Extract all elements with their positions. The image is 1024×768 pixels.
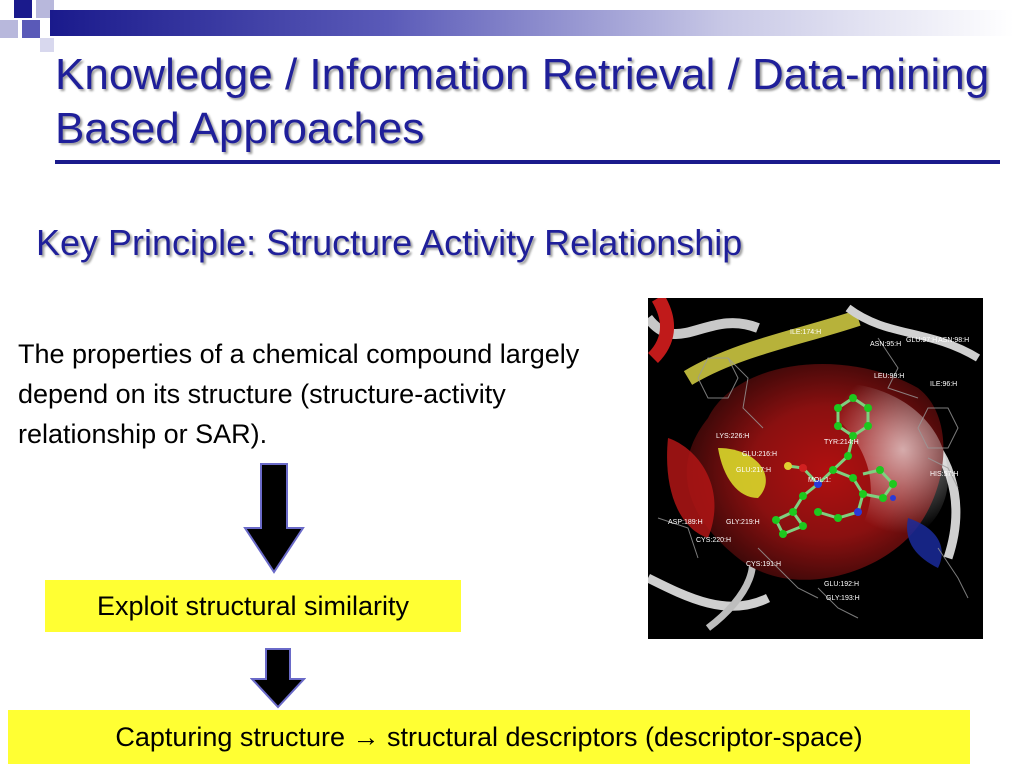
title-accent-bar bbox=[50, 10, 1014, 36]
residue-label: GLU:216:H bbox=[742, 451, 777, 458]
residue-label: GLY:193:H bbox=[826, 595, 860, 602]
residue-label: LEU:99:H bbox=[874, 373, 904, 380]
down-arrow-icon bbox=[243, 463, 305, 574]
slide-title: Knowledge / Information Retrieval / Data… bbox=[55, 50, 990, 153]
exploit-similarity-box: Exploit structural similarity bbox=[45, 580, 461, 632]
residue-label: GLY:219:H bbox=[726, 519, 760, 526]
residue-label: ILE:96:H bbox=[930, 381, 957, 388]
residue-label: LYS:226:H bbox=[716, 433, 749, 440]
residue-label: TYR:214:H bbox=[824, 439, 859, 446]
residue-label: CYS:191:H bbox=[746, 561, 781, 568]
molecule-binding-image: ILE:174:H GLU:97:H ASN:95:H ASN:98:H LEU:99:… bbox=[648, 298, 983, 639]
slide-subtitle: Key Principle: Structure Activity Relati… bbox=[36, 222, 743, 263]
body-paragraph: The properties of a chemical compound la… bbox=[18, 339, 580, 449]
corner-square-1 bbox=[14, 0, 32, 18]
residue-label: GLU:192:H bbox=[824, 581, 859, 588]
residue-label: CYS:220:H bbox=[696, 537, 731, 544]
residue-label: ASN:98:H bbox=[938, 337, 969, 344]
residue-label: ASP:189:H bbox=[668, 519, 703, 526]
corner-square-4 bbox=[22, 20, 40, 38]
title-underline bbox=[55, 160, 1000, 164]
residue-label: GLU:97:H bbox=[906, 337, 937, 344]
residue-label: GLU:217:H bbox=[736, 467, 771, 474]
corner-square-5 bbox=[40, 38, 54, 52]
residue-label: ASN:95:H bbox=[870, 341, 901, 348]
corner-square-2 bbox=[36, 0, 54, 18]
down-arrow-icon bbox=[250, 648, 306, 709]
residue-label: MOL:1: bbox=[808, 477, 831, 484]
corner-square-3 bbox=[0, 20, 18, 38]
residue-label: HIS:57:H bbox=[930, 471, 958, 478]
residue-label: ILE:174:H bbox=[790, 329, 821, 336]
capturing-structure-box: Capturing structure → structural descrip… bbox=[8, 710, 970, 764]
